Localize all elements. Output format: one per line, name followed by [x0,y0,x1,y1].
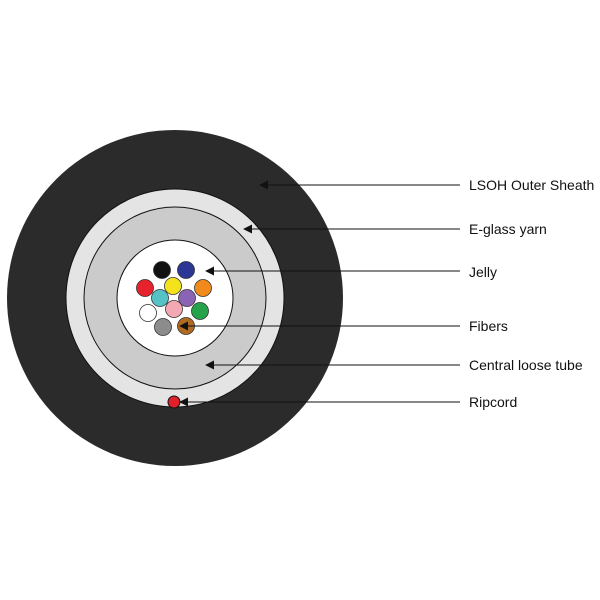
fiber [164,277,182,295]
label-outer-sheath: LSOH Outer Sheath [469,177,594,193]
jelly-core [116,239,234,357]
fiber [177,261,195,279]
fiber [178,289,196,307]
fiber [153,261,171,279]
fiber [136,279,154,297]
ripcord [167,395,181,409]
label-central-loose-tube: Central loose tube [469,357,583,373]
label-ripcord: Ripcord [469,394,517,410]
label-fibers: Fibers [469,318,508,334]
fiber [191,302,209,320]
fiber [154,318,172,336]
label-jelly: Jelly [469,264,497,280]
fiber [139,304,157,322]
fiber [165,300,183,318]
fiber [151,289,169,307]
fiber [194,279,212,297]
label-e-glass-yarn: E-glass yarn [469,221,547,237]
